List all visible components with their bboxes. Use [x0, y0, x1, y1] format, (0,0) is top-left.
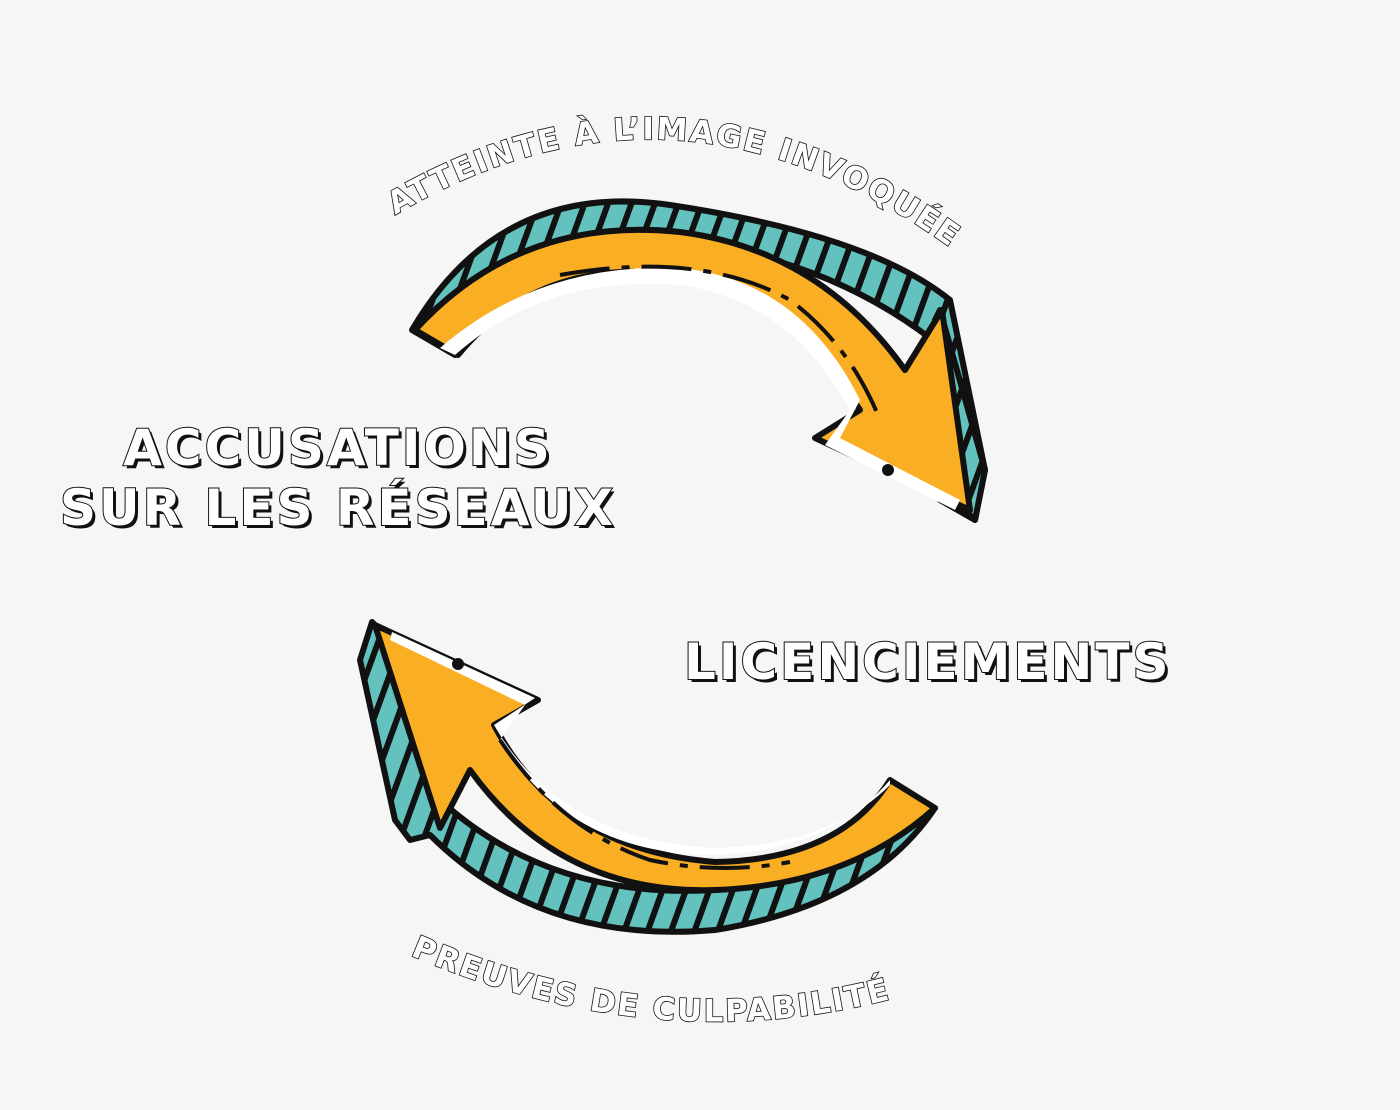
bottom-arrow	[357, 619, 938, 935]
bottom-arrow-dot	[452, 658, 464, 670]
node-accusations: ACCUSATIONS SUR LES RÉSEAUX	[58, 418, 618, 538]
bottom-arrow-dash	[498, 738, 791, 870]
top-arrow	[409, 198, 988, 523]
node-accusations-line1: ACCUSATIONS	[122, 418, 553, 478]
bottom-arrow-highlight	[390, 632, 890, 855]
top-arrow-highlight	[440, 267, 960, 510]
top-arrow-dash	[559, 264, 882, 421]
node-licenciements: LICENCIEMENTS	[683, 632, 1172, 692]
bottom-edge-label: PREUVES DE CULPABILITÉ	[407, 929, 894, 1029]
top-arrow-dot	[882, 464, 894, 476]
node-accusations-line2: SUR LES RÉSEAUX	[59, 478, 617, 538]
